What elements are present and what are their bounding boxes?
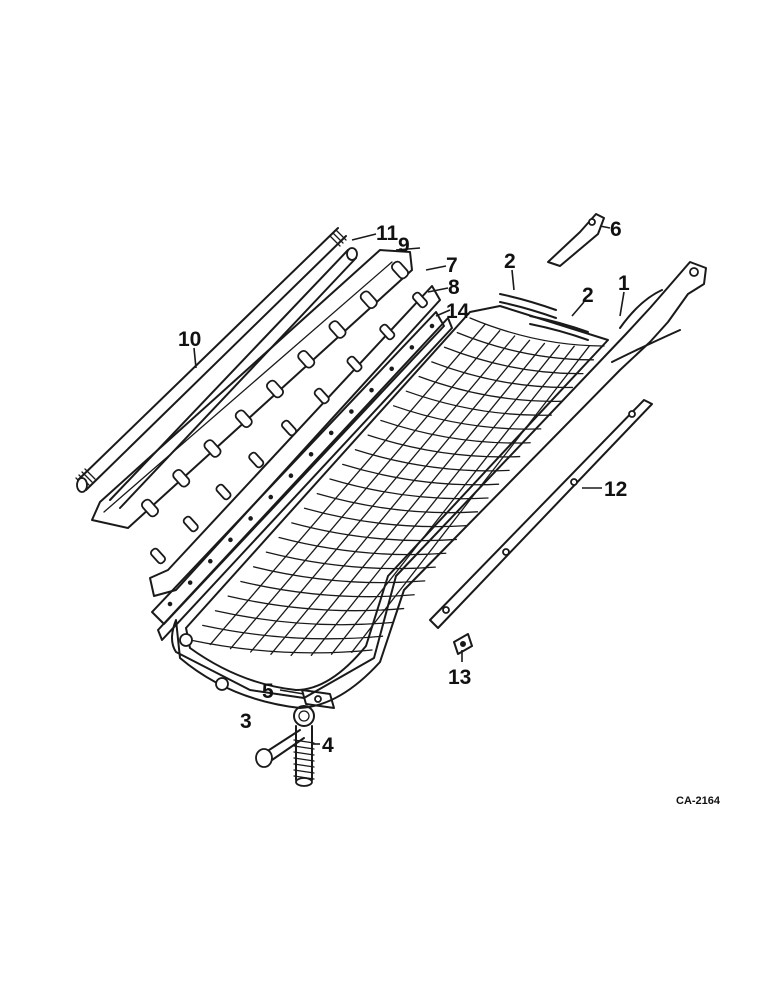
grate-crossbar: [380, 419, 531, 444]
callout-8: 8: [448, 276, 460, 299]
grate-crossbar: [227, 595, 405, 612]
lug: [266, 379, 284, 399]
grate-wire: [290, 342, 546, 657]
grate-crossbar: [265, 551, 436, 570]
figure-code: CA-2164: [676, 795, 721, 807]
grate-wire: [209, 323, 486, 646]
hole: [429, 323, 435, 329]
part-rod: [75, 227, 347, 493]
grate-crossbar: [252, 566, 426, 584]
lug: [328, 320, 347, 339]
grate-wire: [270, 339, 531, 655]
lug: [172, 468, 191, 488]
pin: [248, 451, 265, 469]
grate-wire: [310, 344, 560, 656]
part-concave-grate: [171, 261, 707, 709]
pin: [379, 323, 396, 341]
grate-crossbar: [202, 624, 384, 640]
part-edge-strip: [157, 317, 453, 641]
callout-1: 1: [618, 272, 630, 295]
part-nut-plate: [453, 633, 473, 655]
part-plate: [301, 689, 335, 709]
grate-wire: [351, 345, 590, 653]
callout-4: 4: [322, 734, 334, 757]
grate-crossbar: [329, 478, 489, 500]
callout-11: 11: [376, 222, 399, 245]
callout-3: 3: [240, 710, 252, 733]
callout-12: 12: [604, 478, 627, 501]
leader-lines: [193, 225, 625, 745]
hole: [409, 345, 415, 350]
part-curved-strip: [499, 293, 589, 341]
part-hinge-strip: [149, 285, 441, 597]
grate-crossbar: [354, 449, 510, 472]
hole: [268, 494, 274, 500]
pin: [150, 547, 166, 565]
callout-13: 13: [448, 666, 471, 689]
hole: [228, 537, 233, 543]
lug: [234, 409, 253, 429]
hole: [248, 516, 253, 521]
callout-2: 2: [504, 250, 516, 273]
hole: [389, 366, 394, 372]
pin: [313, 387, 330, 405]
lug: [141, 498, 159, 518]
part-flat-bar: [429, 399, 653, 629]
hole: [167, 601, 173, 607]
part-eye-bolt: [293, 705, 315, 787]
hole: [328, 430, 334, 436]
pin: [412, 291, 428, 309]
pin: [215, 483, 232, 501]
callout-14: 14: [446, 300, 470, 323]
callout-9: 9: [398, 234, 410, 257]
hole: [288, 473, 294, 478]
lug: [297, 349, 316, 369]
lug: [359, 290, 378, 310]
callout-7: 7: [446, 254, 458, 277]
grate-crossbar: [469, 317, 605, 347]
callout-2: 2: [582, 284, 594, 307]
grate-crossbar: [316, 492, 479, 514]
callout-labels: 1 2 2 3 4 5 6 7 8 9 10 11 12 13 14 CA-21…: [178, 218, 721, 807]
grate-wire: [229, 330, 501, 650]
grate-crossbar: [367, 434, 521, 458]
grate-wire: [250, 335, 516, 653]
lug: [203, 439, 222, 458]
grate-crossbar: [240, 580, 415, 598]
callout-5: 5: [262, 680, 274, 703]
pin: [346, 355, 363, 373]
grate-crossbar: [189, 639, 373, 654]
callout-10: 10: [178, 328, 201, 351]
grate-wire: [330, 345, 575, 655]
part-pin: [255, 729, 305, 768]
callout-6: 6: [610, 218, 622, 241]
pin: [281, 419, 297, 437]
part-bracket: [547, 213, 605, 267]
hole: [349, 409, 354, 414]
lug: [391, 260, 409, 280]
hole: [369, 387, 374, 393]
hole: [187, 580, 193, 585]
pin: [182, 515, 199, 533]
hole: [308, 452, 314, 457]
grate-crossbar: [278, 536, 447, 556]
grate-crossbar: [214, 610, 394, 626]
part-lug-bar: [91, 249, 413, 529]
hole: [208, 558, 213, 564]
part-perforated-strip: [151, 311, 445, 625]
